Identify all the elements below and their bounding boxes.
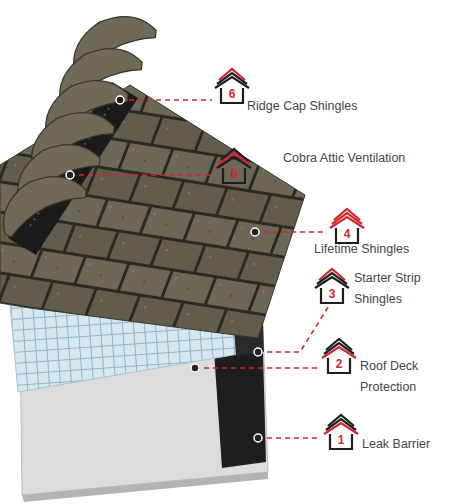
roof-chevron	[330, 217, 364, 228]
callout-number: 1	[322, 434, 360, 446]
part-name: Leak Barrier	[362, 434, 462, 455]
part-name: Cobra Attic Ventilation	[283, 148, 463, 169]
roof-chevron	[324, 423, 358, 434]
callout-house-icon: 3Starter Strip Shingles	[313, 266, 351, 304]
roof-chevron	[326, 419, 356, 430]
roof-chevron	[219, 153, 249, 164]
callout-house-icon: 6Ridge Cap Shingles	[213, 66, 251, 104]
ridge-cap-shingles	[0, 1, 159, 240]
roof-chevron	[315, 277, 349, 288]
callout-house-icon: 4Lifetime Shingles	[328, 206, 366, 244]
callout-house-icon: 5Cobra Attic Ventilation	[215, 146, 253, 184]
callout-house-icon: 1Leak Barrier	[322, 412, 360, 450]
roof-chevron	[217, 157, 251, 168]
part-name: Starter Strip Shingles	[354, 268, 436, 310]
roof-chevron	[215, 77, 249, 88]
roof-chevron	[217, 73, 247, 84]
part-name: Lifetime Shingles	[314, 239, 454, 260]
callout-number: 4	[328, 228, 366, 240]
callout-number: 2	[320, 358, 358, 370]
roof-chevron	[317, 273, 347, 284]
leader-dots	[66, 96, 262, 442]
callout-number: 6	[213, 88, 251, 100]
leader-lines	[70, 100, 330, 438]
callout-number: 5	[215, 168, 253, 180]
roof-chevron	[332, 213, 362, 224]
callout-house-icon: 2Roof Deck Protection	[320, 336, 358, 374]
roof-chevron	[324, 343, 354, 354]
roof-chevron	[322, 347, 356, 358]
part-name: Ridge Cap Shingles	[247, 96, 397, 117]
callout-number: 3	[313, 288, 351, 300]
part-name: Roof Deck Protection	[360, 356, 438, 398]
